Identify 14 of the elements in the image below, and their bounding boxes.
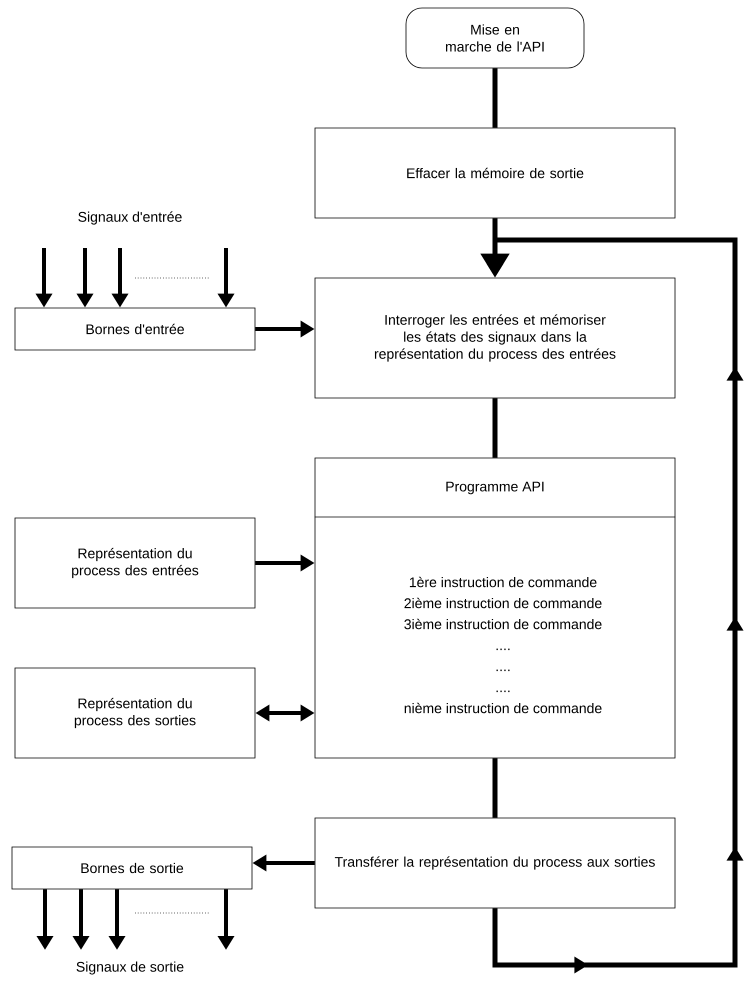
terminal-box: Bornes d'entrée xyxy=(14,308,256,350)
process-box: Effacer la mémoire de sortie xyxy=(314,128,676,218)
signal-label: Signaux d'entrée xyxy=(78,211,182,225)
terminal-box: Bornes de sortie xyxy=(12,846,252,890)
program-box: Programme API 1ère instruction de commande 2ième instruction de commande 3ième instruction de commande .... .... .... nième instruction de commande xyxy=(314,458,676,758)
signal-label: Signaux de sortie xyxy=(76,961,184,975)
start-box: Mise en marche de l'API xyxy=(406,8,584,68)
connector-line xyxy=(492,758,498,818)
process-box: Interroger les entrées et mémoriser les états des signaux dans la représentation du process des entrées xyxy=(314,278,676,398)
connector-line xyxy=(492,68,498,128)
connector-line xyxy=(492,398,498,458)
process-box: Représentation du process des entrées xyxy=(14,518,256,608)
process-box: Représentation du process des sorties xyxy=(14,668,256,758)
process-box: Transférer la représentation du process aux sorties xyxy=(314,818,676,908)
